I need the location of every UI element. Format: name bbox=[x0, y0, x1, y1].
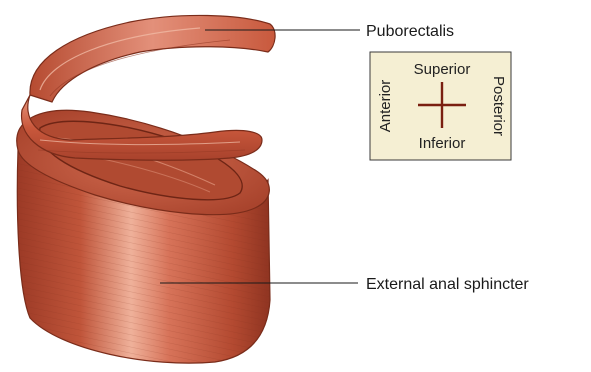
label-puborectalis: Puborectalis bbox=[366, 23, 454, 40]
orientation-posterior: Posterior bbox=[490, 76, 507, 136]
orientation-anterior: Anterior bbox=[377, 80, 394, 133]
puborectalis bbox=[22, 15, 276, 160]
puborectalis-upper-band bbox=[30, 15, 275, 102]
orientation-inferior: Inferior bbox=[419, 135, 466, 152]
orientation-key: Superior Inferior Anterior Posterior bbox=[370, 52, 511, 160]
orientation-superior: Superior bbox=[414, 61, 471, 78]
label-external-anal-sphincter: External anal sphincter bbox=[366, 276, 529, 293]
